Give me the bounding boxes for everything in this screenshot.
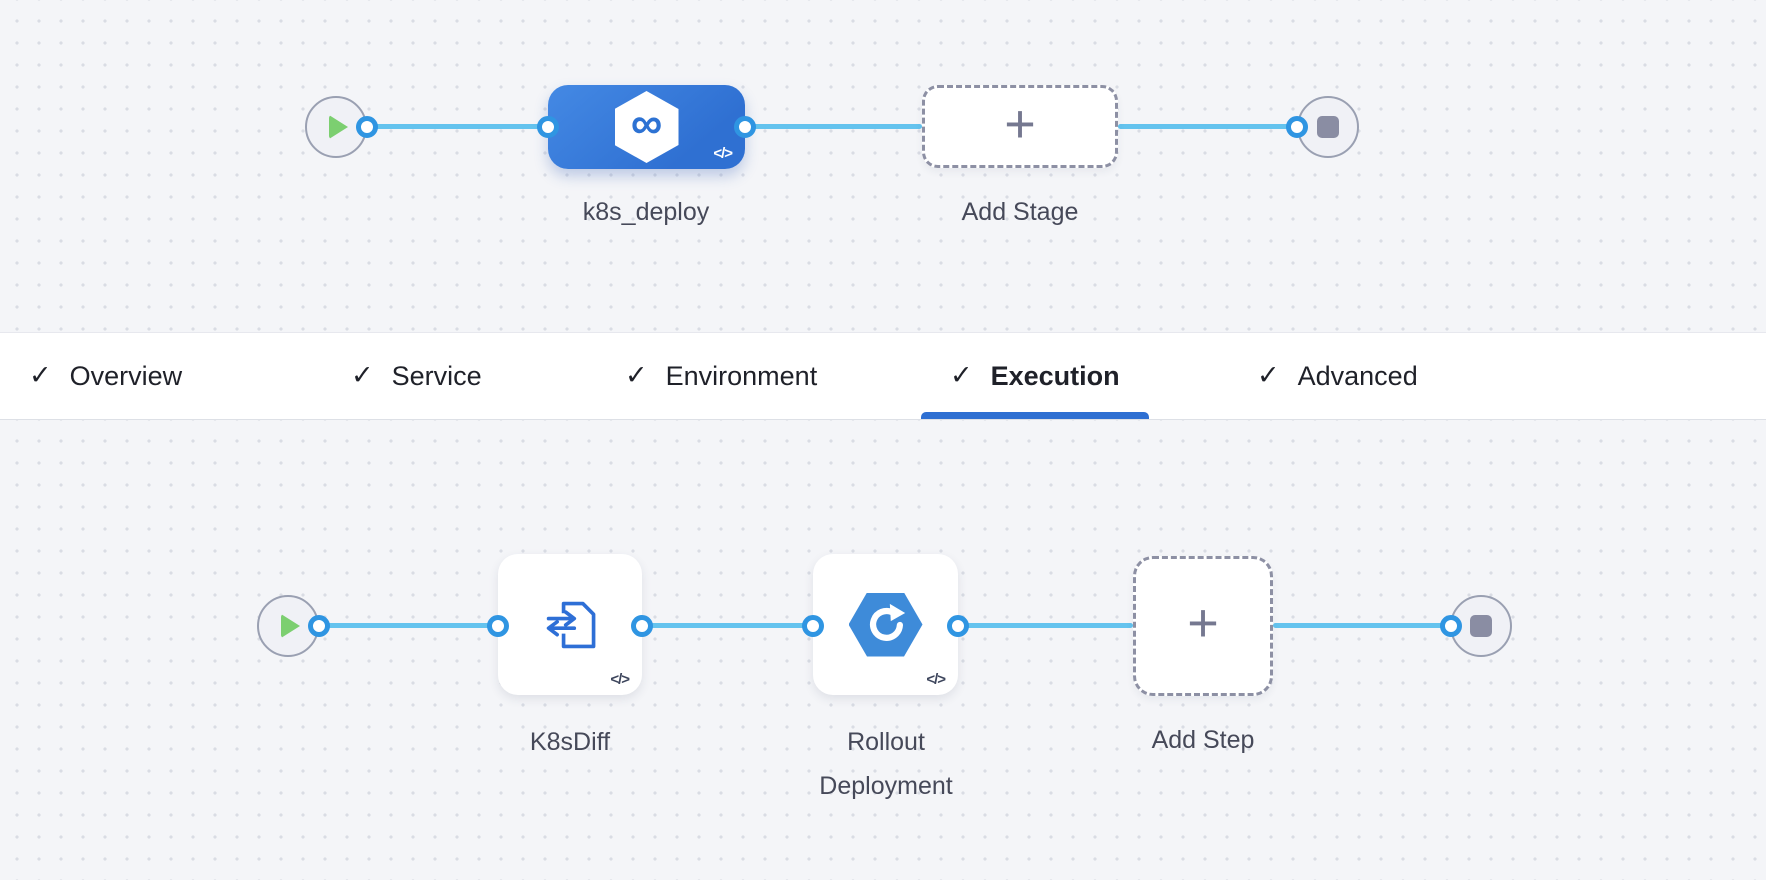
code-view-icon[interactable]: </> <box>713 145 733 162</box>
connector-port <box>1440 615 1462 637</box>
check-icon: ✓ <box>1257 359 1280 390</box>
connector-line <box>642 623 813 628</box>
code-view-icon[interactable]: </> <box>610 671 630 688</box>
active-tab-underline <box>921 412 1149 419</box>
connector-port <box>487 615 509 637</box>
connector-port <box>947 615 969 637</box>
tab-advanced[interactable]: ✓ Advanced <box>1228 333 1447 419</box>
tab-service[interactable]: ✓ Service <box>322 333 511 419</box>
k8s-diff-icon <box>546 601 596 648</box>
code-view-icon[interactable]: </> <box>926 671 946 688</box>
play-icon <box>281 614 300 638</box>
stage-label: k8s_deploy <box>582 198 710 226</box>
connector-line <box>1118 124 1297 129</box>
tab-environment[interactable]: ✓ Environment <box>596 333 846 419</box>
tab-label: Service <box>391 360 482 391</box>
add-stage-button[interactable]: + <box>922 85 1118 168</box>
add-stage-label: Add Stage <box>961 198 1079 226</box>
check-icon: ✓ <box>625 359 648 390</box>
stage-node-k8s-deploy[interactable]: ∞ </> <box>548 85 745 169</box>
stop-icon <box>1470 615 1492 637</box>
step-node-k8sdiff[interactable]: </> <box>498 554 642 695</box>
connector-port <box>308 615 330 637</box>
connector-line <box>958 623 1133 628</box>
tab-overview[interactable]: ✓ Overview <box>0 333 211 419</box>
connector-port <box>1286 116 1308 138</box>
step-label: K8sDiff <box>529 728 611 756</box>
connector-port <box>631 615 653 637</box>
tab-execution[interactable]: ✓ Execution <box>921 333 1149 419</box>
step-label: Rollout Deployment <box>819 728 953 800</box>
tab-label: Advanced <box>1297 360 1418 391</box>
check-icon: ✓ <box>29 359 52 390</box>
check-icon: ✓ <box>351 359 374 390</box>
add-step-button[interactable]: + <box>1133 556 1273 696</box>
execution-end-node <box>1450 595 1512 657</box>
rollout-arrow-icon <box>869 603 905 641</box>
connector-line <box>745 124 922 129</box>
deploy-stage-hexagon-icon: ∞ <box>614 91 679 163</box>
connector-line <box>367 124 548 129</box>
plus-icon: + <box>1004 93 1036 154</box>
rollout-hexagon-icon <box>848 592 923 657</box>
connector-port <box>537 116 559 138</box>
connector-port <box>356 116 378 138</box>
execution-graph-canvas[interactable]: </> </> + K8sDiff Rollout Deployment Add… <box>0 420 1766 880</box>
stage-graph-canvas[interactable]: ∞ </> + k8s_deploy Add Stage <box>0 0 1766 332</box>
check-icon: ✓ <box>950 359 973 390</box>
plus-icon: + <box>1187 593 1219 653</box>
tab-label: Overview <box>69 360 183 391</box>
add-step-label: Add Step <box>1151 726 1255 754</box>
step-node-rollout-deployment[interactable]: </> <box>813 554 958 695</box>
connector-port <box>802 615 824 637</box>
play-icon <box>329 115 348 139</box>
tab-label: Environment <box>665 360 818 391</box>
infinity-icon: ∞ <box>630 99 663 148</box>
stage-config-tabbar: ✓ Overview ✓ Service ✓ Environment ✓ Exe… <box>0 332 1766 420</box>
tab-label: Execution <box>990 360 1120 391</box>
connector-line <box>319 623 498 628</box>
execution-start-node <box>257 595 319 657</box>
connector-port <box>734 116 756 138</box>
connector-line <box>1273 623 1451 628</box>
stop-icon <box>1317 116 1339 138</box>
